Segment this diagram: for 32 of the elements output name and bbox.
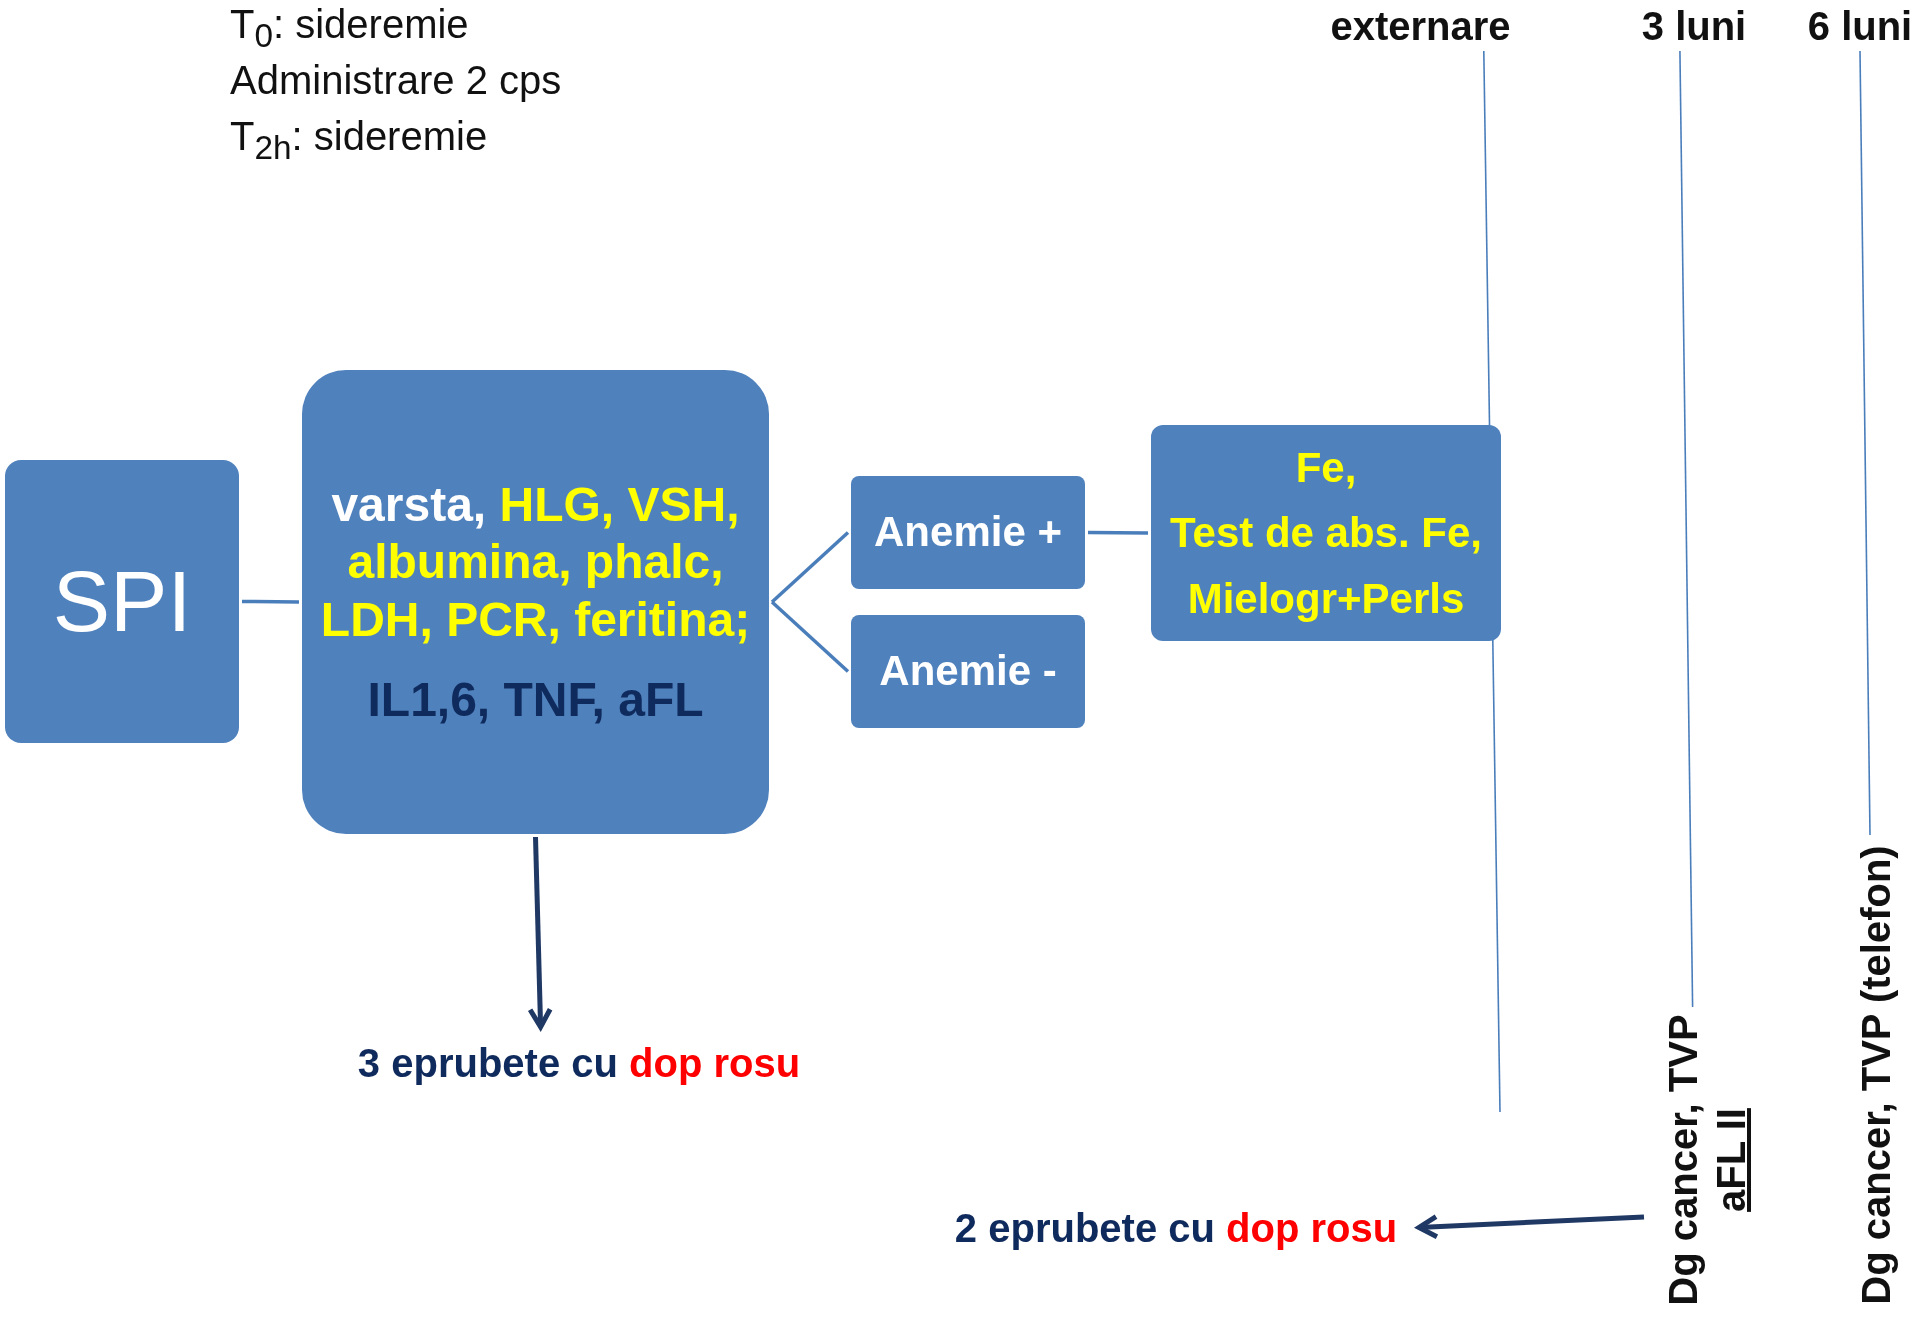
box-text: SPI — [52, 551, 192, 651]
followup-note: aFL II — [1708, 1108, 1754, 1212]
arrow — [1416, 1214, 1645, 1240]
connector-line — [242, 599, 299, 604]
box-text: Anemie + — [874, 507, 1062, 558]
timeline-label: externare — [1330, 3, 1511, 50]
timeline-label: 6 luni — [1807, 3, 1913, 50]
connector-line — [770, 600, 850, 673]
process-box — [1151, 425, 1501, 641]
box-text: Anemie - — [879, 646, 1057, 697]
timeline-line — [1859, 50, 1871, 836]
note-text: T$_{0}$: sideremie — [230, 2, 469, 55]
followup-note: Dg cancer, TVP (telefon) — [1853, 845, 1899, 1305]
connector-line — [770, 531, 850, 604]
process-box — [5, 460, 239, 743]
process-box — [851, 615, 1085, 728]
timeline-label: 3 luni — [1641, 3, 1747, 50]
box-text: Test de abs. Fe, — [1170, 508, 1482, 559]
note-text: T$_{2h}$: sideremie — [230, 114, 488, 167]
sample-note: 2 eprubete cu dop rosu — [954, 1204, 1398, 1252]
arrow — [527, 836, 553, 1030]
process-box — [302, 370, 769, 834]
connector-line — [1088, 530, 1148, 535]
process-box — [851, 476, 1085, 589]
timeline-line — [1679, 50, 1694, 1008]
box-text: IL1,6, TNF, aFL — [367, 671, 704, 728]
box-text: varsta, HLG, VSH, albumina, phalc, LDH, PCR, feritina; — [319, 476, 752, 648]
sample-note: 3 eprubete cu dop rosu — [357, 1039, 801, 1087]
box-text: Fe, — [1295, 443, 1357, 494]
box-text: Mielogr+Perls — [1187, 573, 1465, 624]
note-text: Administrare 2 cps — [230, 58, 562, 103]
followup-note: Dg cancer, TVP — [1660, 1014, 1706, 1306]
